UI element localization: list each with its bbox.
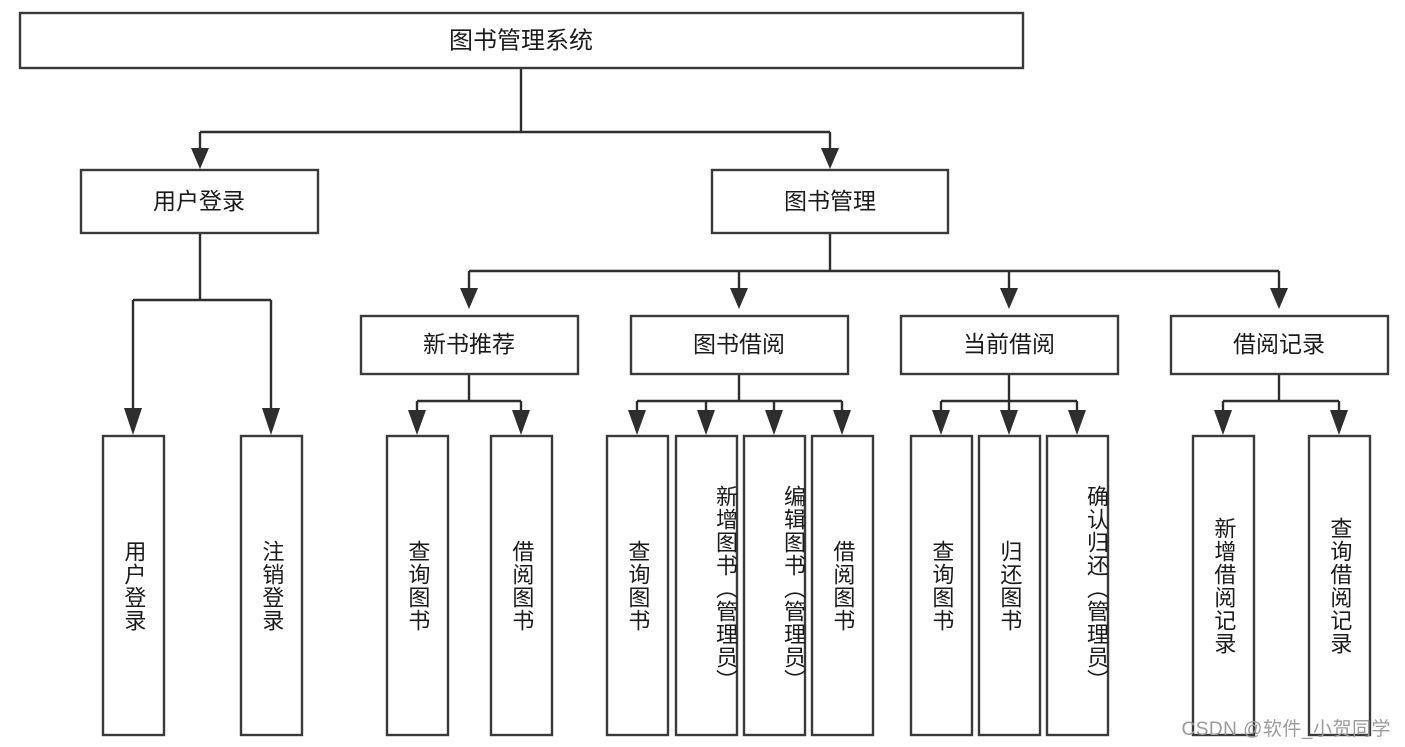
node-root-label: 图书管理系统: [449, 27, 593, 54]
leaf-user-login-2-box[interactable]: [239, 434, 304, 737]
node-user-login-box[interactable]: [79, 168, 320, 235]
node-new-book-label: 新书推荐: [423, 331, 515, 357]
arrowhead-book-borrow-leaf-4: [833, 410, 851, 435]
arrowhead-group: [124, 148, 1348, 435]
arrowhead-book-borrow-leaf-1: [628, 410, 646, 435]
node-current-borrow-box[interactable]: [899, 314, 1120, 376]
arrowhead-borrow-record-leaf-1: [1214, 410, 1232, 435]
leaf-book-borrow-3-box[interactable]: [742, 434, 807, 737]
leaf-book-borrow-4-box[interactable]: [810, 434, 875, 737]
arrowhead-borrow-record-leaf-2: [1330, 410, 1348, 435]
node-current-borrow-label: 当前借阅: [963, 331, 1055, 357]
arrowhead-current-borrow-leaf-3: [1068, 410, 1086, 435]
node-group: 图书管理系统 用户登录 图书管理 新书推荐 图书借阅 当前借阅 借阅记录: [18, 11, 1390, 737]
arrowhead-current-borrow-leaf-1: [932, 410, 950, 435]
node-book-manage-box[interactable]: [710, 168, 950, 235]
node-root-box[interactable]: [18, 11, 1025, 70]
arrowhead-user-login-leaf-1: [124, 408, 142, 435]
leaf-current-borrow-2-box[interactable]: [977, 434, 1042, 737]
arrowhead-book-borrow-leaf-3: [765, 410, 783, 435]
arrowhead-user-login: [191, 148, 209, 169]
node-borrow-record-box[interactable]: [1169, 314, 1390, 376]
arrowhead-new-book-leaf-1: [408, 410, 426, 435]
arrowhead-current-borrow: [1000, 288, 1018, 309]
arrowhead-borrow-record: [1270, 288, 1288, 309]
node-borrow-record-label: 借阅记录: [1233, 331, 1325, 357]
node-book-borrow-box[interactable]: [629, 314, 850, 376]
leaf-book-borrow-1-box[interactable]: [605, 434, 670, 737]
arrowhead-new-book: [460, 288, 478, 309]
arrowhead-book-borrow-leaf-2: [697, 410, 715, 435]
node-book-borrow-label: 图书借阅: [693, 331, 785, 357]
node-user-login-label: 用户登录: [153, 188, 245, 214]
arrowhead-book-manage: [821, 148, 839, 169]
leaf-current-borrow-1-box[interactable]: [909, 434, 974, 737]
node-new-book-box[interactable]: [359, 314, 580, 376]
node-book-manage-label: 图书管理: [784, 188, 876, 214]
leaf-current-borrow-3-box[interactable]: [1045, 434, 1110, 737]
arrowhead-book-borrow: [730, 288, 748, 309]
leaf-user-login-1-box[interactable]: [101, 434, 166, 737]
arrowhead-user-login-leaf-2: [262, 408, 280, 435]
arrowhead-current-borrow-leaf-2: [1000, 410, 1018, 435]
arrowhead-new-book-leaf-2: [512, 410, 530, 435]
leaf-borrow-record-1-box[interactable]: [1191, 434, 1256, 737]
leaf-new-book-2-box[interactable]: [489, 434, 554, 737]
csdn-watermark: CSDN @软件_小贺同学: [1181, 719, 1391, 740]
leaf-book-borrow-2-box[interactable]: [674, 434, 739, 737]
leaf-new-book-1-box[interactable]: [385, 434, 450, 737]
leaf-borrow-record-2-box[interactable]: [1307, 434, 1372, 737]
